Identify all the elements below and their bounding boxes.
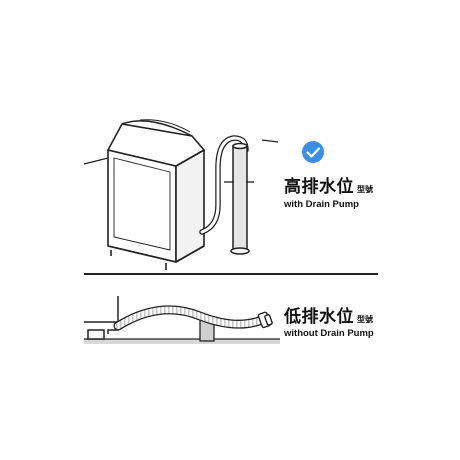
high-drain-title: 高排水位型號 (284, 172, 373, 197)
drain-hose-low (113, 305, 273, 331)
front-inner (113, 157, 171, 251)
drain-hose-high (199, 135, 249, 235)
low-drain-title: 低排水位型號 (284, 302, 373, 327)
high-drain-subtitle: with Drain Pump (284, 199, 359, 210)
machine-lid (107, 123, 205, 167)
wall-line (261, 139, 279, 143)
floor (84, 339, 280, 344)
machine-side (175, 149, 205, 263)
low-drain-title-suffix: 型號 (357, 315, 373, 324)
machine-base (107, 245, 205, 263)
control-panel (121, 120, 193, 137)
washing-machine-low (84, 296, 119, 340)
machine-front (107, 149, 177, 263)
lid-edge (139, 119, 191, 133)
check-circle-icon (302, 141, 324, 163)
low-drain-title-text: 低排水位 (284, 307, 354, 327)
wall-line (83, 157, 109, 165)
low-drain-subtitle: without Drain Pump (284, 328, 374, 339)
washing-machine (83, 119, 279, 270)
standpipe (224, 142, 254, 255)
high-drain-title-suffix: 型號 (357, 185, 373, 194)
high-drain-title-text: 高排水位 (284, 177, 354, 197)
